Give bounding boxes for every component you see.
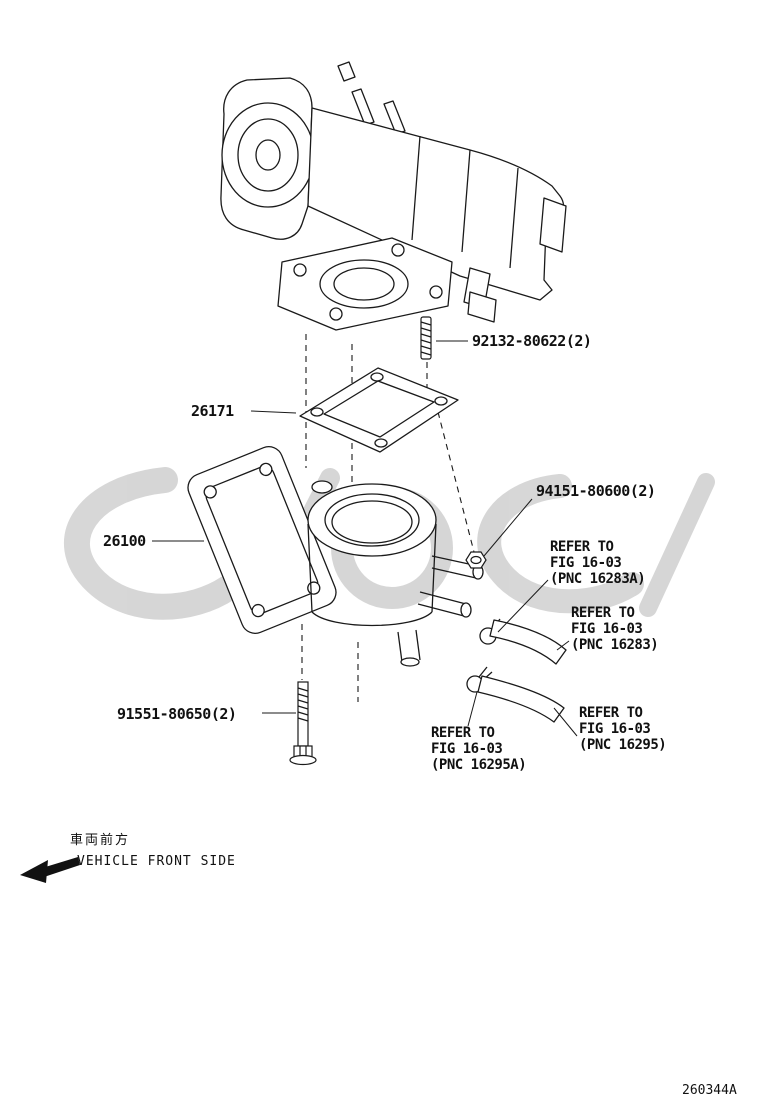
part-label-throttle-body: 26100	[103, 532, 146, 550]
refer-note-line: (PNC 16283A)	[550, 571, 646, 587]
front-side-label-jp: 車両前方	[70, 833, 131, 848]
vehicle-front-arrow	[20, 857, 80, 883]
refer-note-clamp-lower: REFER TO FIG 16-03 (PNC 16295A)	[431, 725, 527, 773]
hose-upper	[489, 619, 567, 665]
leader-lines	[152, 340, 578, 737]
refer-note-hose-upper: REFER TO FIG 16-03 (PNC 16283)	[571, 605, 659, 653]
refer-note-hose-lower: REFER TO FIG 16-03 (PNC 16295)	[579, 705, 667, 753]
refer-note-line: (PNC 16295)	[579, 737, 667, 753]
hose-lower	[477, 675, 565, 723]
bolt-91551	[289, 681, 317, 766]
refer-note-line: FIG 16-03	[550, 555, 622, 571]
refer-note-line: REFER TO	[550, 539, 614, 555]
refer-note-line: FIG 16-03	[431, 741, 503, 757]
gasket-26171	[299, 367, 459, 453]
part-label-stud: 92132-80622(2)	[472, 332, 592, 350]
refer-note-line: REFER TO	[431, 725, 495, 741]
throttle-body-26100	[187, 446, 484, 667]
figure-code: 260344A	[682, 1083, 737, 1098]
refer-note-line: FIG 16-03	[571, 621, 643, 637]
refer-note-line: (PNC 16295A)	[431, 757, 527, 773]
part-label-gasket: 26171	[191, 402, 234, 420]
refer-note-line: REFER TO	[579, 705, 643, 721]
refer-note-line: FIG 16-03	[579, 721, 651, 737]
refer-note-line: REFER TO	[571, 605, 635, 621]
part-label-nut: 94151-80600(2)	[536, 482, 656, 500]
refer-note-line: (PNC 16283)	[571, 637, 659, 653]
nut-94151	[465, 551, 487, 569]
stud-bolt-92132	[420, 316, 432, 360]
intake-manifold	[220, 61, 567, 331]
front-side-label-en: VEHICLE FRONT SIDE	[77, 854, 236, 869]
part-label-bolt: 91551-80650(2)	[117, 705, 237, 723]
refer-note-clamp-upper: REFER TO FIG 16-03 (PNC 16283A)	[550, 539, 646, 587]
